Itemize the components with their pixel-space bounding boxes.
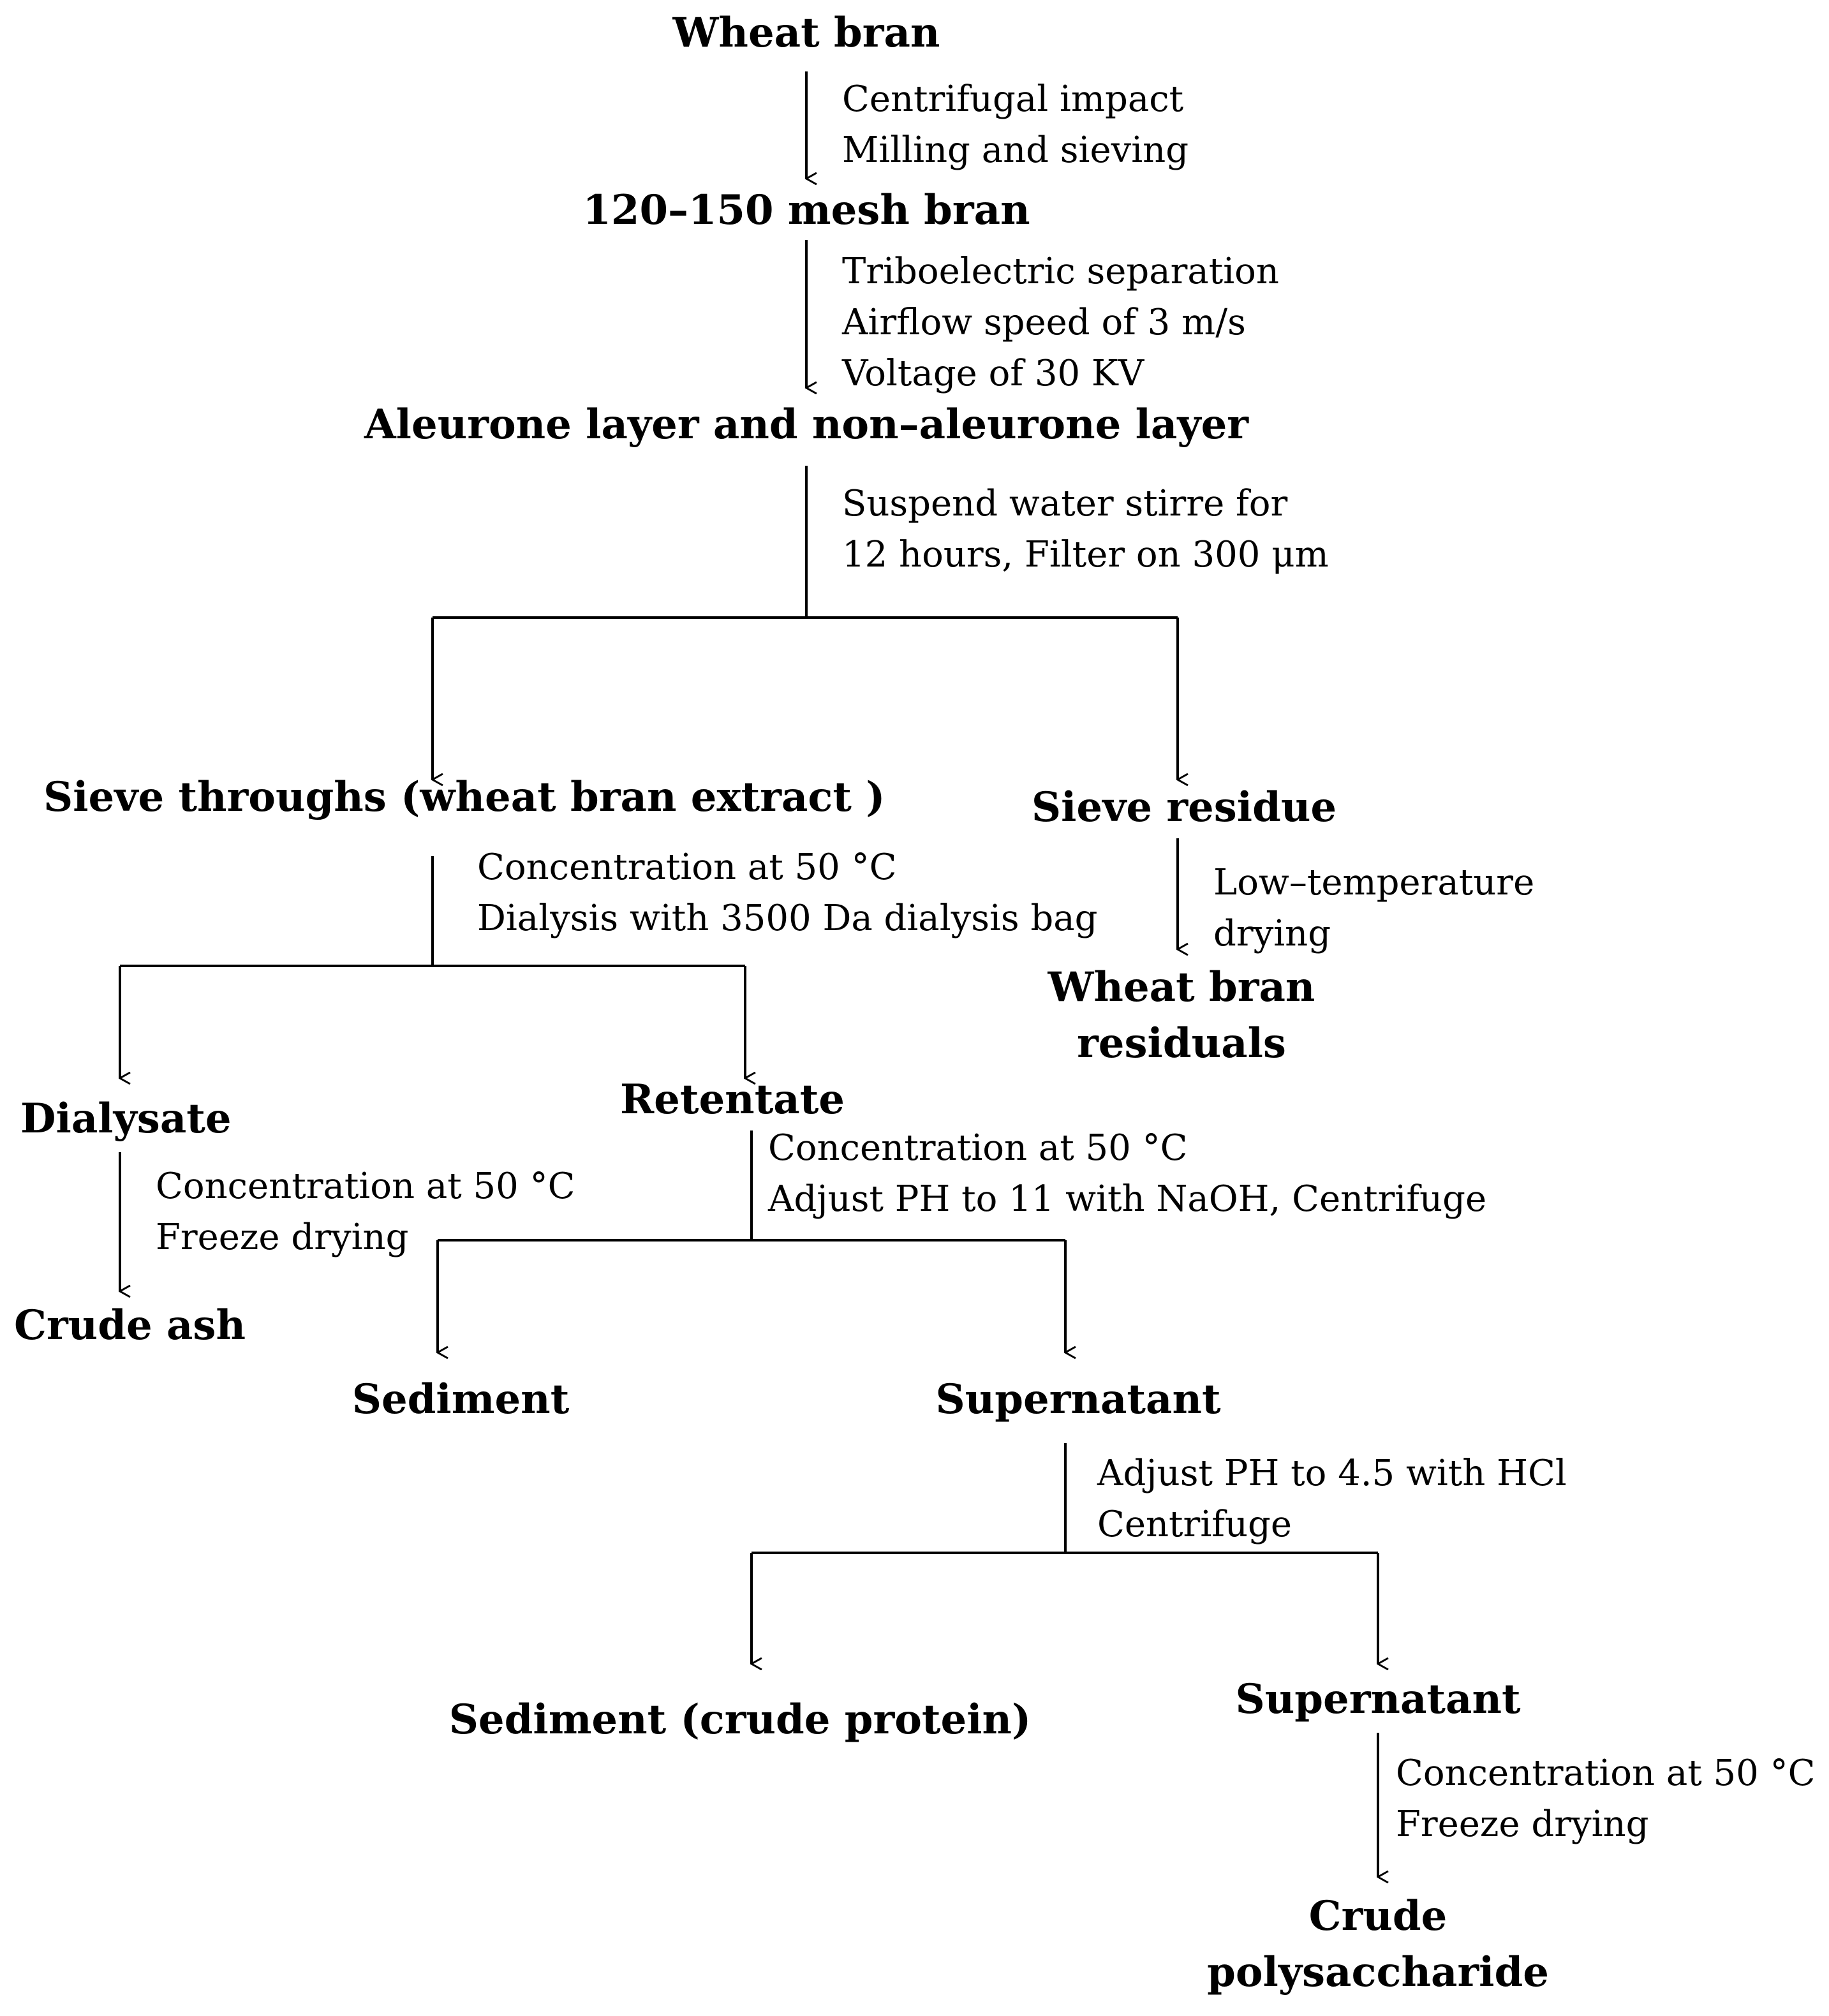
node-dialysate: Dialysate: [20, 1095, 232, 1143]
step-dialysate-freeze-drying: Concentration at 50 °C Freeze drying: [156, 1161, 575, 1263]
node-supernatant-2: Supernatant: [1235, 1675, 1521, 1723]
step-low-temperature-drying-line-1: Low–temperature: [1213, 862, 1535, 903]
step-adjust-ph-4-5-line-2: Centrifuge: [1097, 1504, 1292, 1545]
step-dialysate-freeze-drying-line-1: Concentration at 50 °C: [156, 1166, 575, 1207]
step-triboelectric-line-3: Voltage of 30 KV: [842, 353, 1144, 394]
node-supernatant-1: Supernatant: [935, 1375, 1221, 1423]
step-low-temperature-drying: Low–temperature drying: [1213, 857, 1534, 960]
node-mesh-bran: 120–150 mesh bran: [582, 186, 1030, 234]
step-milling-line-2: Milling and sieving: [842, 130, 1189, 171]
node-wheat-bran-residuals-line-2: residuals: [1077, 1019, 1286, 1067]
node-crude-polysaccharide-line-1: Crude: [1308, 1892, 1448, 1940]
step-milling: Centrifugal impact Milling and sieving: [842, 74, 1188, 176]
step-polysaccharide-freeze-drying: Concentration at 50 °C Freeze drying: [1396, 1748, 1815, 1850]
step-suspend-filter-line-2: 12 hours, Filter on 300 μm: [842, 534, 1329, 575]
step-dialysate-freeze-drying-line-2: Freeze drying: [156, 1217, 409, 1258]
step-concentration-dialysis-line-1: Concentration at 50 °C: [477, 847, 897, 888]
node-sieve-throughs: Sieve throughs (wheat bran extract ): [43, 773, 885, 821]
step-concentration-dialysis: Concentration at 50 °C Dialysis with 350…: [477, 842, 1098, 944]
step-milling-line-1: Centrifugal impact: [842, 78, 1184, 120]
node-wheat-bran-residuals-line-1: Wheat bran: [1048, 963, 1315, 1011]
node-sediment-crude-protein: Sediment (crude protein): [448, 1696, 1032, 1744]
node-wheat-bran-residuals: Wheat bran residuals: [1048, 960, 1315, 1072]
node-crude-polysaccharide-line-2: polysaccharide: [1207, 1948, 1549, 1996]
step-triboelectric-line-2: Airflow speed of 3 m/s: [842, 302, 1246, 343]
node-sieve-residue: Sieve residue: [1031, 783, 1337, 831]
step-adjust-ph-11-line-1: Concentration at 50 °C: [768, 1127, 1188, 1169]
step-adjust-ph-4-5-line-1: Adjust PH to 4.5 with HCl: [1097, 1453, 1567, 1494]
step-polysaccharide-freeze-drying-line-1: Concentration at 50 °C: [1396, 1753, 1816, 1794]
step-triboelectric: Triboelectric separation Airflow speed o…: [842, 246, 1279, 399]
node-crude-polysaccharide: Crude polysaccharide: [1207, 1888, 1549, 2001]
node-retentate: Retentate: [619, 1076, 845, 1123]
node-crude-ash: Crude ash: [14, 1301, 246, 1349]
node-sediment: Sediment: [352, 1375, 570, 1423]
node-aleurone-layer: Aleurone layer and non–aleurone layer: [364, 401, 1248, 448]
step-suspend-filter: Suspend water stirre for 12 hours, Filte…: [842, 478, 1329, 581]
step-triboelectric-line-1: Triboelectric separation: [842, 251, 1279, 292]
step-concentration-dialysis-line-2: Dialysis with 3500 Da dialysis bag: [477, 898, 1098, 939]
step-polysaccharide-freeze-drying-line-2: Freeze drying: [1396, 1804, 1649, 1845]
step-suspend-filter-line-1: Suspend water stirre for: [842, 483, 1288, 524]
step-adjust-ph-4-5: Adjust PH to 4.5 with HCl Centrifuge: [1097, 1448, 1567, 1550]
step-adjust-ph-11: Concentration at 50 °C Adjust PH to 11 w…: [768, 1123, 1486, 1225]
step-adjust-ph-11-line-2: Adjust PH to 11 with NaOH, Centrifuge: [768, 1178, 1487, 1220]
step-low-temperature-drying-line-2: drying: [1213, 913, 1331, 954]
node-wheat-bran: Wheat bran: [672, 9, 940, 57]
